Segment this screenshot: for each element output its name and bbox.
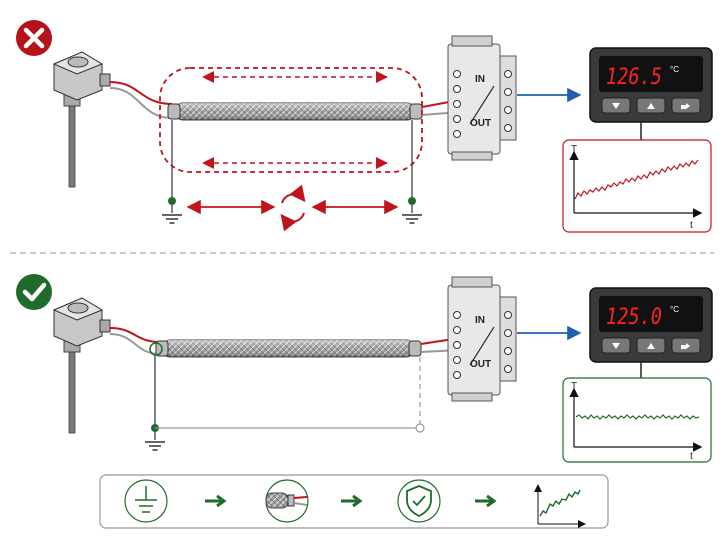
ground-loop: [159, 67, 423, 173]
arrow-icon: [205, 494, 227, 508]
module-out-label: OUT: [470, 118, 491, 129]
signal-module: IN OUT: [447, 35, 517, 161]
scenario-correct: IN OUT 125.0 °C T t: [16, 274, 713, 463]
shield-check-icon: [397, 479, 441, 523]
chart-x-label: t: [690, 220, 693, 231]
trend-line: [574, 159, 699, 200]
display-unit: °C: [670, 305, 679, 314]
temperature-sensor: [53, 297, 111, 434]
loop-current-icon: [280, 184, 306, 232]
display-unit: °C: [670, 65, 679, 74]
signal-module: IN OUT: [447, 276, 517, 402]
summary-strip: [99, 474, 609, 529]
scenario-incorrect: IN OUT 126.5 °C T t: [16, 20, 713, 233]
ground-left: [161, 120, 183, 224]
single-point-ground: [144, 355, 418, 451]
chart-x-label: t: [690, 451, 693, 462]
trend-chart-stable: T t: [562, 377, 712, 463]
module-out-label: OUT: [470, 359, 491, 370]
stable-chart-icon: [534, 484, 586, 528]
module-in-label: IN: [475, 74, 485, 85]
ground-right: [401, 120, 423, 224]
module-in-label: IN: [475, 315, 485, 326]
temperature-display: 126.5 °C: [589, 47, 713, 123]
shielded-cable: [155, 339, 422, 358]
x-icon: [16, 20, 52, 56]
arrow-icon: [475, 494, 497, 508]
display-value: 125.0: [606, 305, 662, 330]
temperature-sensor: [53, 51, 111, 188]
trend-line: [575, 414, 700, 420]
temperature-display: 125.0 °C: [589, 287, 713, 363]
shielded-cable: [167, 102, 423, 121]
shielded-cable-icon: [265, 479, 309, 523]
open-shield-end: [415, 357, 425, 433]
chart-y-label: T: [571, 381, 577, 392]
arrow-icon: [341, 494, 363, 508]
trend-chart-drifting: T t: [562, 139, 712, 233]
ground-icon: [124, 479, 168, 523]
check-icon: [16, 274, 52, 310]
chart-y-label: T: [571, 144, 577, 155]
display-value: 126.5: [606, 65, 662, 90]
